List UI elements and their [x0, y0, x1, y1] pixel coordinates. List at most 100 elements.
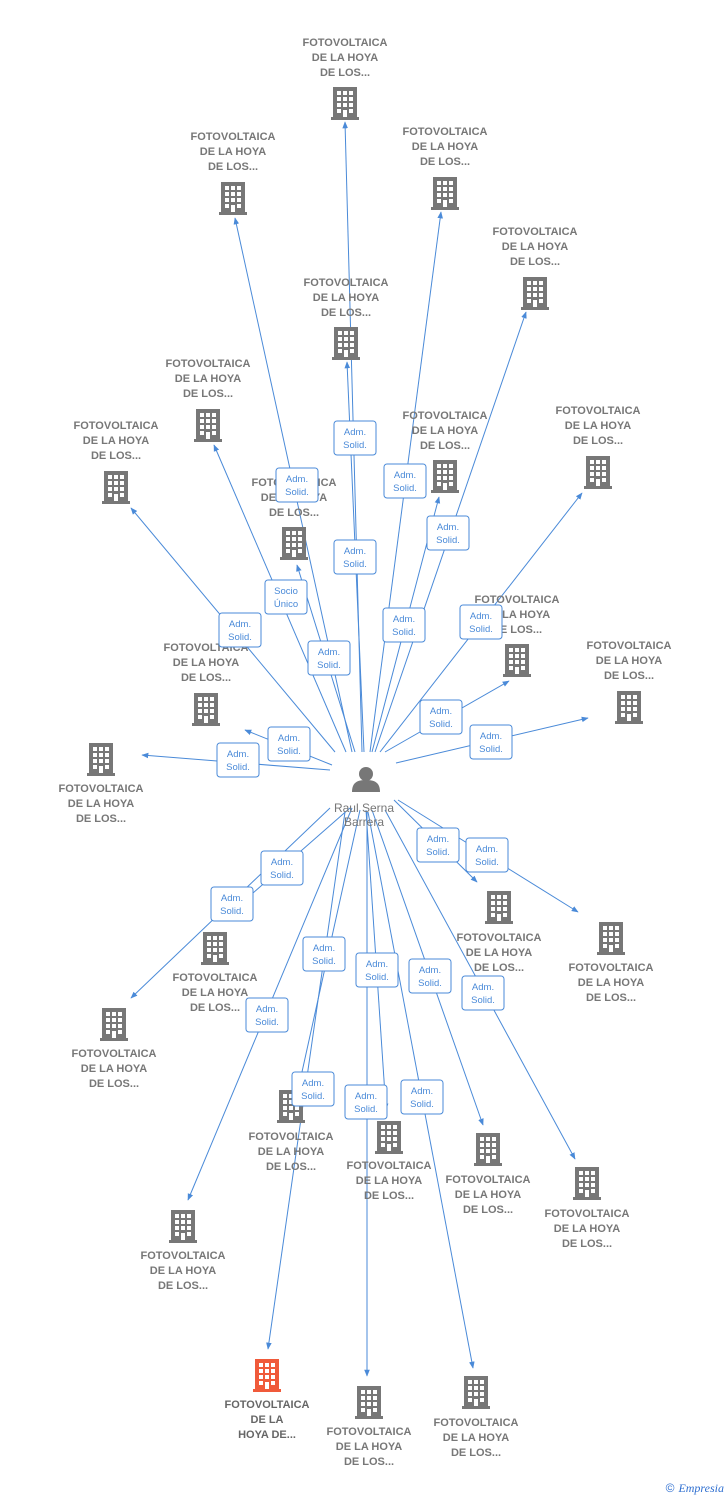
company-name-line: DE LOS...: [586, 992, 636, 1004]
badge-text: Adm.: [393, 614, 415, 625]
building-icon: [503, 644, 531, 677]
company-name-line: FOTOVOLTAICA: [173, 972, 258, 984]
company-name-line: FOTOVOLTAICA: [434, 1417, 519, 1429]
company-name-line: FOTOVOLTAICA: [74, 420, 159, 432]
badge-box: [267, 726, 311, 762]
badge-box: [307, 640, 351, 676]
building-icon: [431, 177, 459, 210]
relation-badge: Adm. Solid.: [461, 975, 505, 1011]
badge-box: [419, 699, 463, 735]
badge-text: Adm.: [344, 546, 366, 557]
building-icon: [102, 471, 130, 504]
relation-badge: Adm.Solid.: [426, 515, 470, 551]
company-name-line: DE LOS...: [562, 1238, 612, 1250]
relation-badge: Adm.Solid.: [419, 699, 463, 735]
building-icon: [280, 527, 308, 560]
relation-badge: Adm.Solid.: [355, 952, 399, 988]
badge-box: [333, 420, 377, 456]
center-person[interactable]: Raul Serna Barrera: [334, 767, 394, 829]
badge-text: Adm.: [278, 733, 300, 744]
badge-text: Solid.: [228, 632, 252, 643]
company-name-line: DE LOS...: [91, 450, 141, 462]
company-name-line: DE LA HOYA: [150, 1265, 216, 1277]
footer-brand[interactable]: ©Empresia: [666, 1481, 724, 1496]
badge-text: Adm.: [221, 893, 243, 904]
copyright-symbol: ©: [665, 1481, 675, 1495]
relation-badge: Adm.Solid.: [291, 1071, 335, 1107]
badge-text: Solid.: [469, 624, 493, 635]
company-name-line: DE LOS...: [190, 1002, 240, 1014]
company-name-line: DE LOS...: [573, 435, 623, 447]
company-name-line: DE LOS...: [208, 161, 258, 173]
company-name-line: FOTOVOLTAICA: [446, 1174, 531, 1186]
badge-box: [218, 612, 262, 648]
badge-box: [426, 515, 470, 551]
company-name-line: FOTOVOLTAICA: [475, 594, 560, 606]
company-name-line: DE LA HOYA: [258, 1146, 324, 1158]
badge-text: Adm.: [480, 731, 502, 742]
company-name-line: DE LA HOYA: [356, 1175, 422, 1187]
company-name-line: DE LA HOYA: [554, 1223, 620, 1235]
building-icon: [219, 182, 247, 215]
company-name-line: FOTOVOLTAICA: [166, 358, 251, 370]
badge-text: Solid.: [471, 995, 495, 1006]
badge-box: [302, 936, 346, 972]
badge-text: Solid.: [226, 762, 250, 773]
company-name-line: DE LOS...: [181, 672, 231, 684]
company-name-line: DE LA HOYA: [596, 655, 662, 667]
company-node[interactable]: FOTOVOLTAICA DE LA HOYA DE LOS...: [191, 131, 276, 215]
company-name-line: FOTOVOLTAICA: [569, 962, 654, 974]
company-name-line: DE LOS...: [492, 624, 542, 636]
company-node[interactable]: FOTOVOLTAICA DE LA HOYA DE LOS...: [74, 420, 159, 504]
badge-text: Adm.: [271, 857, 293, 868]
badge-text: Adm.: [394, 470, 416, 481]
badge-text: Adm.: [430, 706, 452, 717]
relation-badge: Adm.Solid.: [216, 742, 260, 778]
badge-box: [465, 837, 509, 873]
company-name-line: DE LA HOYA: [83, 435, 149, 447]
company-name-line: DE LA HOYA: [68, 798, 134, 810]
company-name-line: DE LA HOYA: [200, 146, 266, 158]
badge-box: [216, 742, 260, 778]
badge-box: [275, 467, 319, 503]
company-name-line: FOTOVOLTAICA: [493, 226, 578, 238]
badge-text: Adm.: [411, 1086, 433, 1097]
badge-text: Solid.: [365, 972, 389, 983]
badge-text: Solid.: [270, 870, 294, 881]
company-name-line: DE LOS...: [420, 156, 470, 168]
badge-text: Solid.: [410, 1099, 434, 1110]
relation-badge: Adm.Solid.: [245, 997, 289, 1033]
company-name-line: DE LA HOYA: [336, 1441, 402, 1453]
building-icon: [201, 932, 229, 965]
badge-box: [245, 997, 289, 1033]
relation-badge: Adm.Solid.: [408, 958, 452, 994]
relation-badge: Adm.Solid.: [383, 463, 427, 499]
badge-text: Solid.: [317, 660, 341, 671]
company-name-line: FOTOVOLTAICA: [191, 131, 276, 143]
badge-text: Adm.: [318, 647, 340, 658]
badge-text: Adm.: [472, 982, 494, 993]
company-name-line: FOTOVOLTAICA: [327, 1426, 412, 1438]
